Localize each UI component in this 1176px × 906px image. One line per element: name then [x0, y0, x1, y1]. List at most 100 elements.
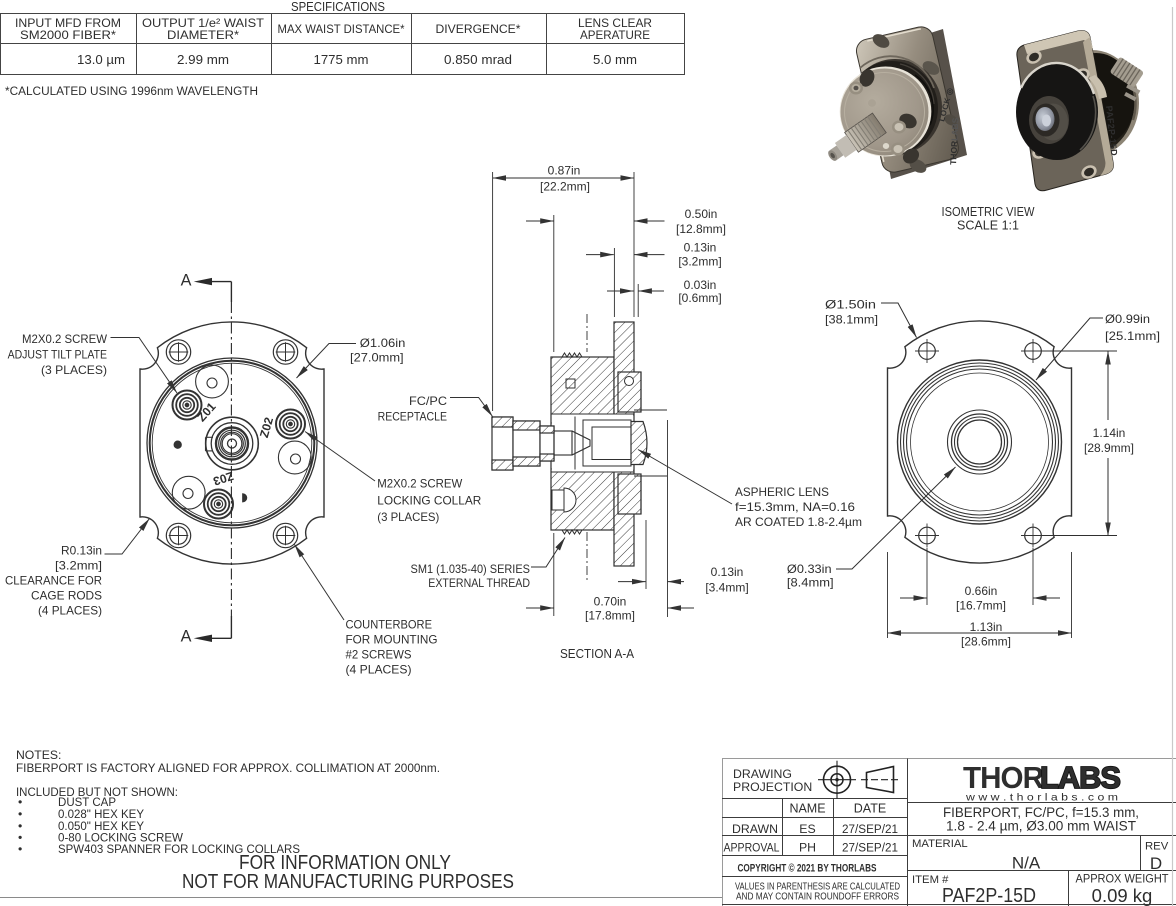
svg-text:APERATURE: APERATURE	[580, 28, 650, 42]
svg-text:ADJUST TILT PLATE: ADJUST TILT PLATE	[8, 348, 107, 362]
svg-text:(4 PLACES): (4 PLACES)	[38, 604, 102, 618]
svg-text:0.66in: 0.66in	[965, 584, 998, 598]
svg-text:AR COATED 1.8-2.4µm: AR COATED 1.8-2.4µm	[735, 515, 862, 529]
svg-text:Z02: Z02	[257, 415, 276, 439]
svg-text:*CALCULATED USING 1996nm WAVEL: *CALCULATED USING 1996nm WAVELENGTH	[5, 84, 258, 98]
svg-text:THORLABS: THORLABS	[948, 117, 960, 165]
svg-text:INPUT MFD FROM: INPUT MFD FROM	[15, 16, 121, 30]
svg-text:•: •	[18, 819, 22, 833]
svg-text:Ø0.33in: Ø0.33in	[787, 562, 832, 576]
svg-text:R0.13in: R0.13in	[61, 544, 102, 558]
svg-text:[12.8mm]: [12.8mm]	[676, 222, 726, 236]
svg-text:27/SEP/21: 27/SEP/21	[842, 822, 898, 836]
svg-text:SM1 (1.035-40) SERIES: SM1 (1.035-40) SERIES	[411, 562, 531, 576]
svg-text:[28.6mm]: [28.6mm]	[961, 635, 1011, 649]
svg-text:•: •	[18, 807, 22, 821]
svg-text:CAGE RODS: CAGE RODS	[31, 589, 102, 603]
svg-text:APPROX WEIGHT: APPROX WEIGHT	[1076, 874, 1169, 886]
svg-text:[17.8mm]: [17.8mm]	[585, 609, 635, 623]
svg-text:FOR MOUNTING: FOR MOUNTING	[346, 633, 438, 647]
svg-text:1.14in: 1.14in	[1093, 426, 1126, 440]
svg-text:THOR: THOR	[963, 760, 1044, 795]
svg-text:#2 SCREWS: #2 SCREWS	[346, 648, 412, 662]
svg-text:[22.2mm]: [22.2mm]	[540, 180, 590, 194]
svg-text:COUNTERBORE: COUNTERBORE	[346, 617, 433, 631]
svg-text:MAX WAIST DISTANCE*: MAX WAIST DISTANCE*	[278, 22, 405, 36]
svg-text:ITEM #: ITEM #	[912, 874, 949, 886]
svg-text:NOT FOR MANUFACTURING PURPOSES: NOT FOR MANUFACTURING PURPOSES	[182, 871, 514, 893]
svg-text:NAME: NAME	[789, 802, 825, 816]
svg-text:CLEARANCE FOR: CLEARANCE FOR	[5, 574, 102, 588]
svg-text:ISOMETRIC VIEW: ISOMETRIC VIEW	[942, 205, 1035, 219]
svg-text:0.70in: 0.70in	[594, 595, 627, 609]
svg-text:SECTION A-A: SECTION A-A	[560, 647, 635, 661]
svg-text:0.028" HEX KEY: 0.028" HEX KEY	[58, 807, 144, 821]
svg-text:Ø1.50in: Ø1.50in	[825, 298, 876, 312]
svg-text:COPYRIGHT © 2021 BY THORLABS: COPYRIGHT © 2021 BY THORLABS	[738, 863, 877, 875]
svg-text:ASPHERIC LENS: ASPHERIC LENS	[735, 485, 829, 499]
svg-text:[8.4mm]: [8.4mm]	[787, 576, 834, 590]
svg-text:PROJECTION: PROJECTION	[733, 780, 812, 794]
svg-text:w w w . t h o r l a b s . c o: w w w . t h o r l a b s . c o m	[965, 792, 1118, 804]
svg-text:[25.1mm]: [25.1mm]	[1105, 329, 1160, 343]
svg-text:1.8 - 2.4 µm, Ø3.00 mm WAIST: 1.8 - 2.4 µm, Ø3.00 mm WAIST	[946, 819, 1136, 834]
svg-text:SPECIFICATIONS: SPECIFICATIONS	[291, 0, 385, 14]
svg-text:(4 PLACES): (4 PLACES)	[346, 663, 412, 677]
svg-text:LABS: LABS	[1040, 760, 1120, 795]
svg-text:[16.7mm]: [16.7mm]	[956, 599, 1006, 613]
svg-text:DRAWN: DRAWN	[732, 822, 778, 836]
svg-text:LOCKING COLLAR: LOCKING COLLAR	[377, 494, 481, 508]
svg-text:0-80 LOCKING SCREW: 0-80 LOCKING SCREW	[58, 831, 183, 845]
svg-text:DATE: DATE	[854, 802, 886, 816]
svg-text:Ø1.06in: Ø1.06in	[360, 336, 406, 350]
svg-text:N/A: N/A	[1012, 854, 1041, 873]
svg-text:[38.1mm]: [38.1mm]	[825, 313, 878, 327]
svg-text:[3.2mm]: [3.2mm]	[55, 559, 102, 573]
svg-text:[27.0mm]: [27.0mm]	[350, 351, 404, 365]
svg-text:OUTPUT 1/e² WAIST: OUTPUT 1/e² WAIST	[142, 16, 265, 30]
svg-text:[28.9mm]: [28.9mm]	[1084, 441, 1134, 455]
svg-text:1.13in: 1.13in	[970, 620, 1003, 634]
svg-text:SM2000 FIBER*: SM2000 FIBER*	[20, 28, 116, 42]
svg-text:ES: ES	[799, 822, 815, 836]
svg-text:•: •	[18, 795, 22, 809]
svg-text:RECEPTACLE: RECEPTACLE	[378, 410, 447, 424]
svg-text:DIVERGENCE*: DIVERGENCE*	[436, 22, 521, 36]
svg-text:(3 PLACES): (3 PLACES)	[377, 510, 439, 524]
svg-text:0.03in: 0.03in	[684, 278, 717, 292]
svg-text:INCLUDED BUT NOT SHOWN:: INCLUDED BUT NOT SHOWN:	[16, 785, 178, 799]
svg-text:A: A	[181, 272, 192, 290]
svg-text:f=15.3mm, NA=0.16: f=15.3mm, NA=0.16	[735, 500, 855, 514]
svg-text:EXTERNAL THREAD: EXTERNAL THREAD	[428, 576, 530, 590]
svg-text:MATERIAL: MATERIAL	[912, 838, 968, 850]
svg-text:•: •	[18, 831, 22, 845]
svg-text:AND MAY CONTAIN ROUNDOFF ERROR: AND MAY CONTAIN ROUNDOFF ERRORS	[736, 892, 899, 903]
svg-text:LENS CLEAR: LENS CLEAR	[578, 16, 652, 30]
svg-text:0.850 mrad: 0.850 mrad	[444, 53, 512, 67]
svg-text:M2X0.2 SCREW: M2X0.2 SCREW	[377, 477, 463, 491]
svg-text:APPROVAL: APPROVAL	[724, 841, 780, 855]
svg-text:0.09 kg: 0.09 kg	[1092, 885, 1153, 906]
svg-text:PH: PH	[799, 841, 816, 855]
svg-text:M2X0.2 SCREW: M2X0.2 SCREW	[22, 332, 108, 346]
svg-text:0.87in: 0.87in	[548, 164, 581, 178]
svg-text:•: •	[18, 842, 22, 856]
svg-text:0.13in: 0.13in	[711, 565, 744, 579]
svg-text:PAF2P-15D: PAF2P-15D	[942, 885, 1036, 906]
svg-text:0.50in: 0.50in	[685, 207, 718, 221]
svg-text:Z03: Z03	[211, 469, 235, 489]
svg-text:SCALE 1:1: SCALE 1:1	[957, 219, 1019, 233]
svg-text:A: A	[181, 628, 192, 646]
svg-text:FC/PC: FC/PC	[409, 394, 447, 408]
svg-text:1775 mm: 1775 mm	[314, 53, 369, 67]
svg-text:VALUES IN PARENTHESIS ARE CALC: VALUES IN PARENTHESIS ARE CALCULATED	[735, 882, 900, 893]
svg-text:0.13in: 0.13in	[684, 241, 717, 255]
svg-text:[3.2mm]: [3.2mm]	[678, 255, 721, 269]
svg-text:13.0 µm: 13.0 µm	[77, 53, 125, 67]
svg-text:0.050" HEX KEY: 0.050" HEX KEY	[58, 819, 144, 833]
svg-text:DUST CAP: DUST CAP	[58, 795, 116, 809]
svg-text:SPW403 SPANNER FOR LOCKING COL: SPW403 SPANNER FOR LOCKING COLLARS	[58, 842, 300, 856]
svg-text:2.99 mm: 2.99 mm	[177, 53, 229, 67]
svg-text:FIBERPORT, FC/PC, f=15.3 mm,: FIBERPORT, FC/PC, f=15.3 mm,	[943, 805, 1139, 820]
svg-text:D: D	[1150, 854, 1162, 873]
